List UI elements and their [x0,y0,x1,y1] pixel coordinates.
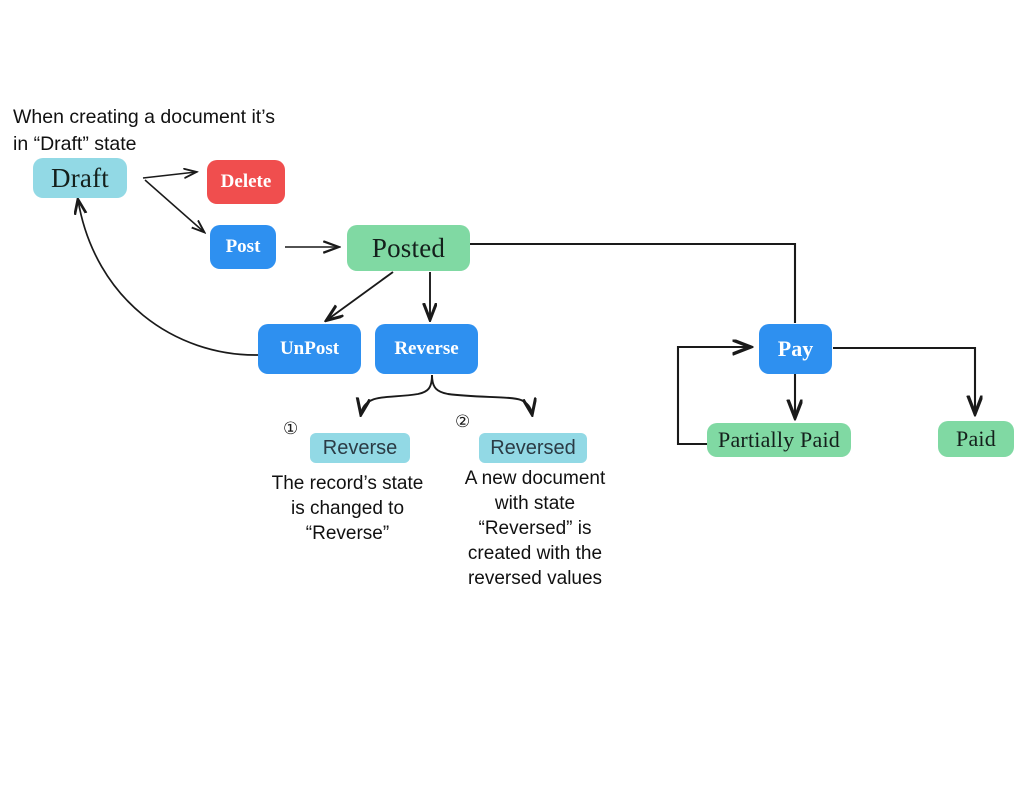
node-partially-paid-label: Partially Paid [718,427,840,452]
node-draft-label: Draft [51,162,109,193]
edge-draft-to-post [144,179,204,232]
intro-caption: When creating a document it’s in “Draft”… [13,106,275,155]
edge-posted-to-pay [470,242,797,323]
node-pay-label: Pay [777,336,814,361]
node-paid-label: Paid [956,426,996,451]
node-posted-label: Posted [371,232,446,263]
node-pay[interactable]: Pay [759,324,832,374]
node-post-label: Post [225,236,261,257]
node-unpost-label: UnPost [279,338,340,359]
node-unpost[interactable]: UnPost [258,324,361,374]
legend-description-1: The record’s state is changed to “Revers… [271,473,424,544]
edge-reverse-brace [361,374,433,414]
node-delete[interactable]: Delete [207,160,285,204]
legend-description-2: A new document with state “Reversed” is … [464,468,606,589]
node-delete-label: Delete [220,171,272,192]
node-reverse-label: Reverse [394,338,459,359]
legend-marker-2: ② [455,412,471,432]
legend-chip-reverse[interactable]: Reverse [310,433,410,463]
edge-unpost-to-draft [78,200,259,356]
node-partially-paid[interactable]: Partially Paid [707,423,851,457]
node-draft[interactable]: Draft [33,158,127,198]
node-reverse[interactable]: Reverse [375,324,478,374]
legend-marker-1: ① [283,419,299,439]
edge-draft-to-delete [142,172,196,178]
node-post[interactable]: Post [210,225,276,269]
node-posted[interactable]: Posted [347,225,470,271]
node-paid[interactable]: Paid [938,421,1014,457]
edge-reverse-brace-right [431,374,532,414]
legend-chip-reversed[interactable]: Reversed [479,433,587,463]
edge-pay-to-paid [833,346,975,413]
edge-posted-to-unpost [327,271,394,320]
